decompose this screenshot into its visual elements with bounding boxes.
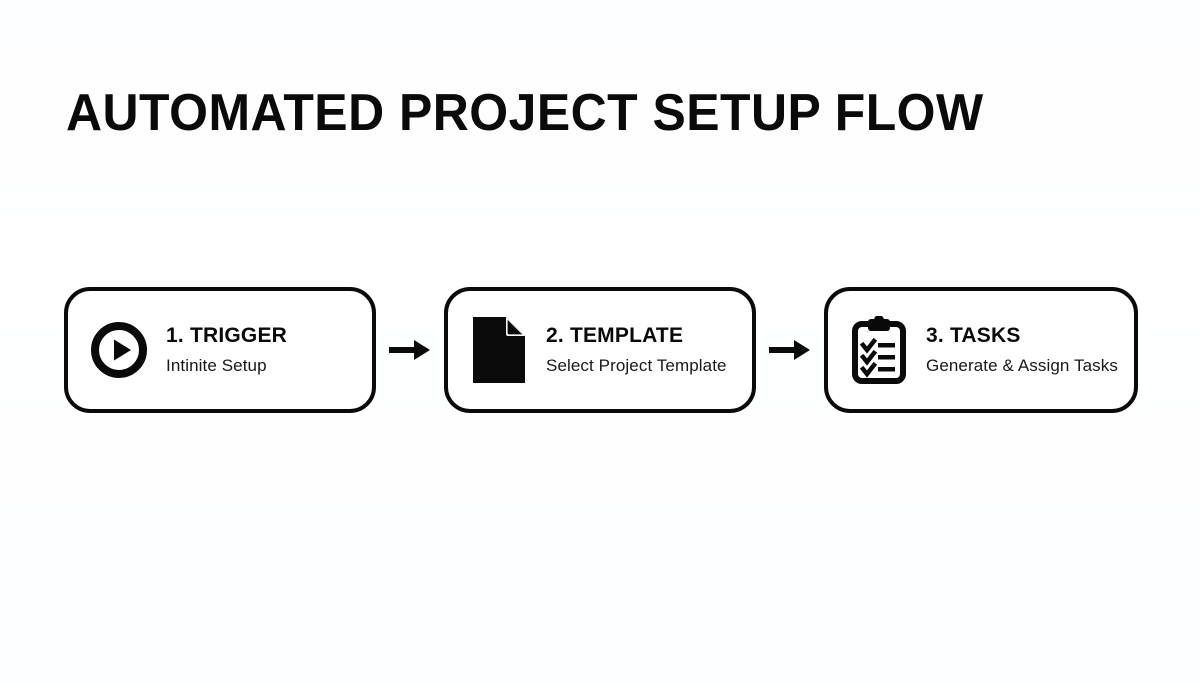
flow-step-card-tasks[interactable]: 3. TASKS Generate & Assign Tasks [824, 287, 1138, 413]
flow-step-text: 2. TEMPLATE Select Project Template [546, 324, 727, 376]
flow-step-card-template[interactable]: 2. TEMPLATE Select Project Template [444, 287, 756, 413]
flow-step-card-trigger[interactable]: 1. TRIGGER Intinite Setup [64, 287, 376, 413]
flow-step-subtitle: Intinite Setup [166, 356, 267, 375]
flow-step-text: 3. TASKS Generate & Assign Tasks [926, 324, 1118, 376]
page-title: AUTOMATED PROJECT SETUP FLOW [66, 84, 984, 142]
arrow-right-icon [756, 330, 824, 370]
document-icon [470, 317, 528, 383]
flow-step-text: 1. TRIGGER Intinite Setup [166, 324, 287, 376]
flow-step-heading: 1. TRIGGER [166, 324, 288, 347]
flow-step-heading: 2. TEMPLATE [546, 324, 684, 347]
flow-step-subtitle: Generate & Assign Tasks [926, 356, 1118, 375]
flow-step-subtitle: Select Project Template [546, 356, 727, 375]
clipboard-checklist-icon [850, 316, 908, 384]
play-circle-icon [90, 317, 148, 383]
flow-step-heading: 3. TASKS [926, 324, 1021, 347]
flow-steps-row: 1. TRIGGER Intinite Setup 2. TEMPLATE [64, 286, 1140, 414]
arrow-right-icon [376, 330, 444, 370]
